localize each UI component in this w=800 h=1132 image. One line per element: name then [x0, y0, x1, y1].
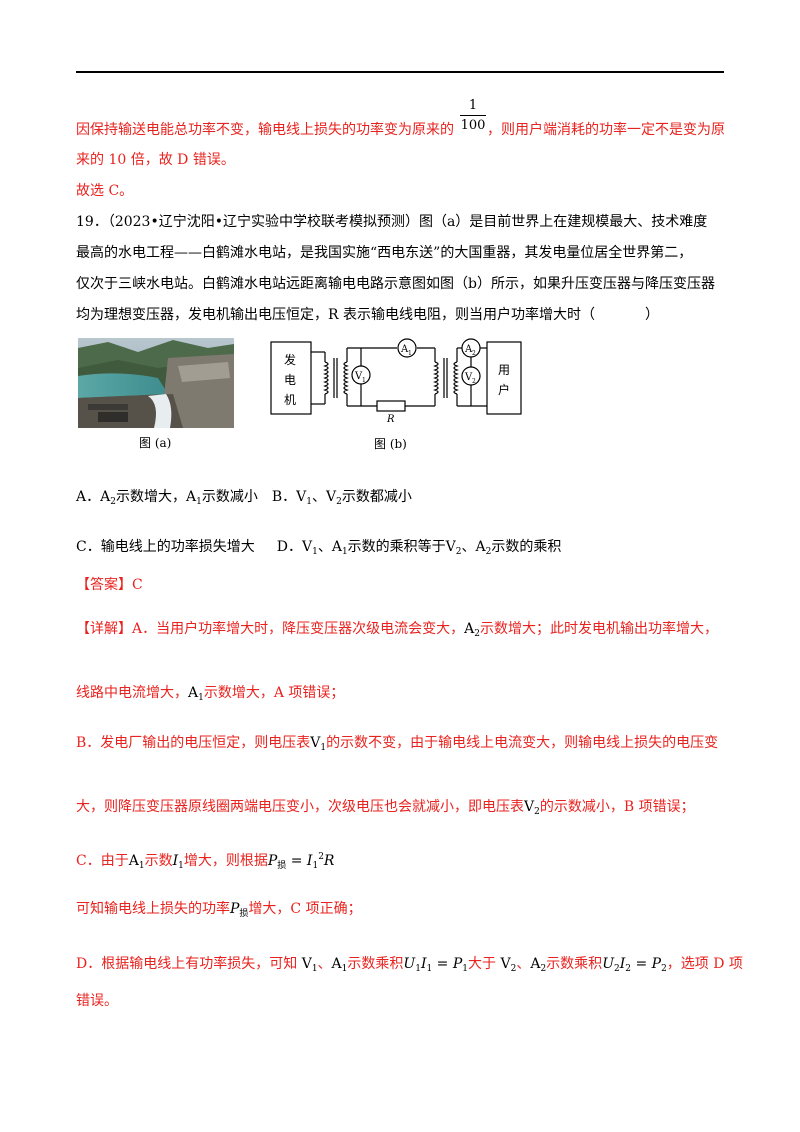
caption-b: 图 (b)	[374, 437, 407, 451]
detail-line1: 【详解】A．当用户功率增大时，降压变压器次级电流会变大，A2示数增大；此时发电机…	[76, 621, 718, 639]
resistor-r	[376, 400, 406, 412]
stepdown-primary-coil	[433, 361, 439, 395]
stepup-secondary-coil	[343, 361, 349, 395]
v2-meter	[461, 366, 481, 386]
header-rule	[76, 71, 724, 73]
detail-line2: 线路中电流增大，A1示数增大，A 项错误；	[76, 685, 345, 703]
stepup-primary-coil	[323, 361, 329, 395]
a2-letter: A	[464, 344, 473, 355]
a1-meter	[397, 338, 417, 358]
v2-sub: 2	[472, 378, 476, 385]
user-box	[486, 341, 522, 415]
dam-photo	[78, 338, 234, 428]
v1-sub: 1	[362, 377, 366, 384]
dam-photo-image	[78, 338, 234, 428]
v1-letter: V	[354, 371, 363, 382]
answer-line: 【答案】C	[76, 577, 143, 593]
user-char-2: 户	[498, 382, 510, 397]
detail-line6: 可知输电线上损失的功率P损增大，C 项正确；	[76, 901, 362, 919]
detail-line5: C．由于A1示数I1增大，则根据P损 = I12R	[76, 852, 335, 871]
question-line2: 最高的水电工程——白鹤滩水电站，是我国实施“西电东送”的大国重器，其发电量位居全…	[76, 245, 693, 261]
stepdown-secondary-coil	[453, 361, 459, 395]
gen-char-1: 发	[284, 352, 296, 367]
detail-line3: B．发电厂输出的电压恒定，则电压表V1的示数不变，由于输电线上电流变大，则输电线…	[76, 735, 719, 753]
a1-letter: A	[400, 344, 409, 355]
gen-char-2: 电	[284, 373, 296, 387]
question-line3: 仅次于三峡水电站。白鹤滩水电站远距离输电电路示意图如图（b）所示，如果升压变压器…	[76, 276, 715, 292]
gen-char-3: 机	[284, 393, 296, 407]
v2-letter: V	[464, 372, 473, 383]
fraction: 1 100	[460, 98, 486, 133]
choose-line: 故选 C。	[76, 183, 134, 199]
a2-sub: 2	[472, 350, 476, 357]
fraction-denominator: 100	[460, 118, 486, 133]
fraction-numerator: 1	[468, 98, 478, 113]
fraction-bar	[460, 115, 486, 116]
explain-d-line2: 来的 10 倍，故 D 错误。	[76, 152, 235, 168]
generator-box	[270, 341, 312, 415]
question-line4: 均为理想变压器，发电机输出电压恒定，R 表示输电线电阻，则当用户功率增大时（）	[76, 307, 659, 323]
caption-a: 图 (a)	[139, 436, 172, 450]
v1-meter	[351, 365, 371, 385]
circuit-svg: 发 电 机 用 户 R V 1 A 1 A 2 V 2	[270, 338, 522, 425]
circuit-diagram: 发 电 机 用 户 R V 1 A 1 A 2 V 2	[265, 334, 525, 428]
detail-line8: 错误。	[76, 993, 118, 1009]
user-char-1: 用	[498, 363, 510, 377]
detail-line4: 大，则降压变压器原线圈两端电压变小，次级电压也会就减小，即电压表V2的示数减小，…	[76, 799, 695, 817]
a1-sub: 1	[408, 350, 412, 357]
explain-d-line1: 因保持输送电能总功率不变，输电线上损失的功率变为原来的，则用户端消耗的功率一定不…	[76, 122, 725, 138]
resistor-label: R	[386, 414, 395, 424]
detail-line7: D．根据输电线上有功率损失，可知 V1、A1示数乘积U1I1 = P1大于 V2…	[76, 956, 743, 974]
question-line1: 19．（2023•辽宁沈阳•辽宁实验中学校联考模拟预测）图（a）是目前世界上在建…	[76, 214, 708, 230]
